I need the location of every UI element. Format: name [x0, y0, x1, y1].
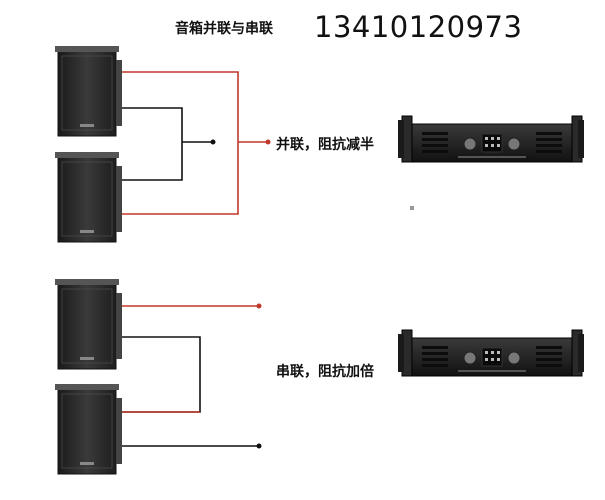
series-caption: 串联，阻抗加倍	[276, 364, 374, 380]
amplifier-top	[397, 115, 585, 163]
parallel-terminal-negative	[210, 139, 216, 145]
amplifier-bottom	[397, 329, 585, 377]
series-wiring	[122, 305, 258, 447]
page-title: 音箱并联与串联	[175, 21, 273, 37]
speaker-parallel-top	[54, 45, 123, 137]
speaker-series-top	[54, 278, 123, 370]
series-terminal-negative	[256, 443, 262, 449]
phone-number: 13410120973	[314, 10, 523, 44]
speaker-series-bottom	[54, 383, 123, 475]
series-terminal-positive	[256, 303, 262, 309]
parallel-wiring	[122, 71, 266, 215]
speaker-parallel-bottom	[54, 151, 123, 243]
parallel-terminal-positive	[265, 139, 271, 145]
dot-mark	[410, 206, 414, 210]
parallel-caption: 并联，阻抗减半	[276, 137, 374, 153]
